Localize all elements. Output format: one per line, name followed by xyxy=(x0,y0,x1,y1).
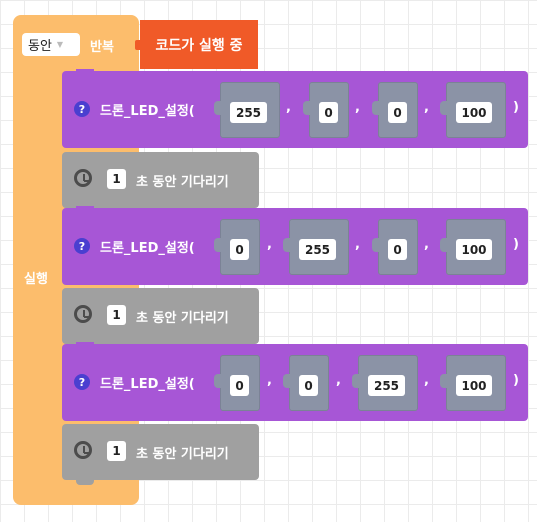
comma-separator: , xyxy=(267,373,272,388)
drone-led-set-block[interactable]: ? 드론_LED_설정( 0 , 0 , 255 , 100 ) xyxy=(62,342,528,421)
param-slot-brightness[interactable]: 100 xyxy=(440,219,506,275)
param-value[interactable]: 0 xyxy=(230,239,249,260)
wait-label: 초 동안 기다리기 xyxy=(136,311,229,326)
param-value[interactable]: 0 xyxy=(230,375,249,396)
wait-seconds-input[interactable]: 1 xyxy=(107,441,126,461)
clock-icon xyxy=(74,305,92,323)
param-value[interactable]: 100 xyxy=(456,375,492,396)
comma-separator: , xyxy=(424,237,429,252)
param-slot-green[interactable]: 0 xyxy=(303,82,349,138)
wait-label: 초 동안 기다리기 xyxy=(136,175,229,190)
wait-seconds-input[interactable]: 1 xyxy=(107,169,126,189)
param-value[interactable]: 0 xyxy=(299,375,318,396)
clock-icon xyxy=(74,169,92,187)
loop-suffix-label: 반복 xyxy=(90,40,114,55)
param-value[interactable]: 255 xyxy=(299,239,336,260)
status-label: 코드가 실행 중 xyxy=(155,37,243,54)
comma-separator: , xyxy=(355,100,360,115)
close-paren: ) xyxy=(513,100,519,115)
param-value[interactable]: 255 xyxy=(230,102,267,123)
fn-label: 드론_LED_설정( xyxy=(100,377,195,392)
param-value[interactable]: 0 xyxy=(319,102,338,123)
param-value[interactable]: 0 xyxy=(388,239,407,260)
param-slot-blue[interactable]: 0 xyxy=(372,219,418,275)
comma-separator: , xyxy=(336,373,341,388)
param-slot-red[interactable]: 0 xyxy=(214,355,260,411)
fn-label: 드론_LED_설정( xyxy=(100,104,195,119)
help-icon[interactable]: ? xyxy=(74,101,90,117)
drone-led-set-block[interactable]: ? 드론_LED_설정( 0 , 255 , 0 , 100 ) xyxy=(62,206,528,285)
comma-separator: , xyxy=(424,373,429,388)
loop-condition-dropdown[interactable]: 동안 ▼ xyxy=(22,33,80,56)
comma-separator: , xyxy=(355,237,360,252)
code-running-status: 코드가 실행 중 xyxy=(135,20,258,69)
chevron-down-icon: ▼ xyxy=(56,40,64,49)
fn-label: 드론_LED_설정( xyxy=(100,241,195,256)
wait-block[interactable]: 1 초 동안 기다리기 xyxy=(62,152,259,213)
comma-separator: , xyxy=(267,237,272,252)
comma-separator: , xyxy=(424,100,429,115)
help-icon[interactable]: ? xyxy=(74,238,90,254)
param-value[interactable]: 100 xyxy=(456,239,492,260)
param-slot-red[interactable]: 0 xyxy=(214,219,260,275)
param-value[interactable]: 0 xyxy=(388,102,407,123)
loop-body-label: 실행 xyxy=(24,272,48,287)
param-slot-blue[interactable]: 0 xyxy=(372,82,418,138)
param-slot-green[interactable]: 0 xyxy=(283,355,329,411)
clock-icon xyxy=(74,441,92,459)
wait-seconds-input[interactable]: 1 xyxy=(107,305,126,325)
wait-block[interactable]: 1 초 동안 기다리기 xyxy=(62,288,259,349)
wait-label: 초 동안 기다리기 xyxy=(136,447,229,462)
comma-separator: , xyxy=(286,100,291,115)
param-slot-green[interactable]: 255 xyxy=(283,219,349,275)
param-value[interactable]: 255 xyxy=(368,375,405,396)
loop-condition-value: 동안 xyxy=(28,39,52,54)
wait-block[interactable]: 1 초 동안 기다리기 xyxy=(62,424,259,485)
drone-led-set-block[interactable]: ? 드론_LED_설정( 255 , 0 , 0 , 100 ) xyxy=(62,69,528,148)
param-value[interactable]: 100 xyxy=(456,102,492,123)
help-icon[interactable]: ? xyxy=(74,374,90,390)
close-paren: ) xyxy=(513,237,519,252)
param-slot-blue[interactable]: 255 xyxy=(352,355,418,411)
param-slot-brightness[interactable]: 100 xyxy=(440,82,506,138)
close-paren: ) xyxy=(513,373,519,388)
param-slot-red[interactable]: 255 xyxy=(214,82,280,138)
param-slot-brightness[interactable]: 100 xyxy=(440,355,506,411)
